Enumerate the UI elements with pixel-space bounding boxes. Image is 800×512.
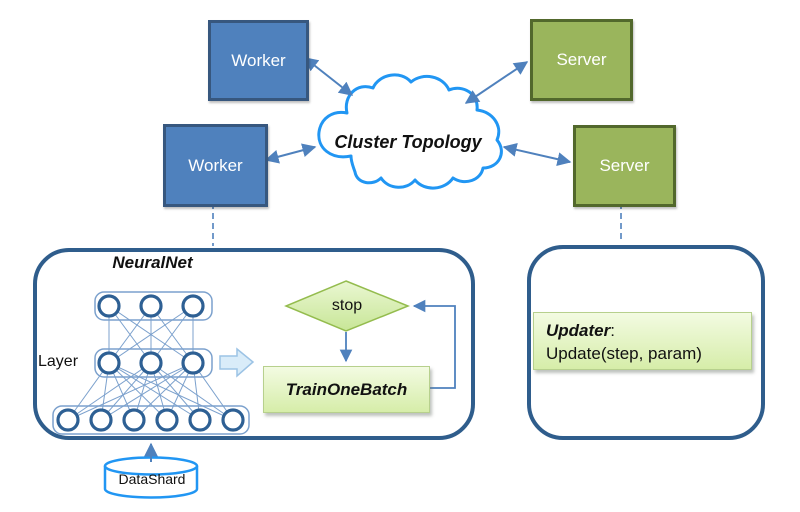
neuron-node [188, 408, 212, 432]
cluster-topology-label: Cluster Topology [334, 132, 482, 152]
neuron-node [155, 408, 179, 432]
arrow-cloud-server1 [464, 61, 529, 104]
neuron-node [122, 408, 146, 432]
layer-containers [52, 291, 250, 435]
neuron-node [181, 294, 205, 318]
layer-label: Layer [38, 353, 79, 370]
network-nodes [56, 294, 245, 432]
neuron-node [139, 294, 163, 318]
updater-title-line: Updater: [546, 319, 739, 342]
updater-name: Updater [546, 321, 611, 340]
server-box-2: Server [573, 125, 676, 207]
neuralnet-title: NeuralNet [112, 253, 193, 272]
layer-container-bottom [52, 405, 250, 435]
arrow-cloud-server2 [502, 142, 572, 167]
neuron-node [221, 408, 245, 432]
server-1-label: Server [556, 50, 607, 69]
train-one-batch-label: TrainOneBatch [285, 379, 408, 399]
neuron-node [56, 408, 80, 432]
neuralnet-module-container [33, 248, 475, 440]
layer-container-middle [94, 348, 213, 378]
train-one-batch-box: TrainOneBatch [263, 366, 430, 413]
worker-box-2: Worker [163, 124, 268, 207]
updater-separator: : [610, 321, 615, 340]
server-2-label: Server [599, 156, 650, 175]
arrow-worker2-cloud [264, 143, 317, 164]
neuron-node [89, 408, 113, 432]
server-box-1: Server [530, 19, 633, 101]
neuron-node [181, 351, 205, 375]
worker-box-1: Worker [208, 20, 309, 101]
stop-diamond-shape [284, 280, 411, 332]
worker-1-label: Worker [231, 50, 286, 70]
datashard-label: DataShard [118, 471, 186, 487]
worker-2-label: Worker [188, 155, 243, 175]
neuron-node [139, 351, 163, 375]
block-arrow-icon [219, 347, 255, 378]
feedback-loop-line [412, 299, 456, 389]
neuron-node [97, 351, 121, 375]
updater-module-container [527, 245, 765, 440]
updater-call: Update(step, param) [546, 344, 702, 363]
updater-box: Updater: Update(step, param) [533, 312, 752, 370]
dashed-links [212, 203, 622, 246]
arrow-worker1-cloud [303, 57, 354, 96]
stop-label: stop [331, 297, 363, 314]
cluster-connection-arrows [264, 57, 572, 167]
neuron-node [97, 294, 121, 318]
cluster-topology-cloud-shape [317, 73, 503, 190]
layer-container-top [94, 291, 213, 321]
datashard-cylinder-shape [103, 456, 199, 499]
